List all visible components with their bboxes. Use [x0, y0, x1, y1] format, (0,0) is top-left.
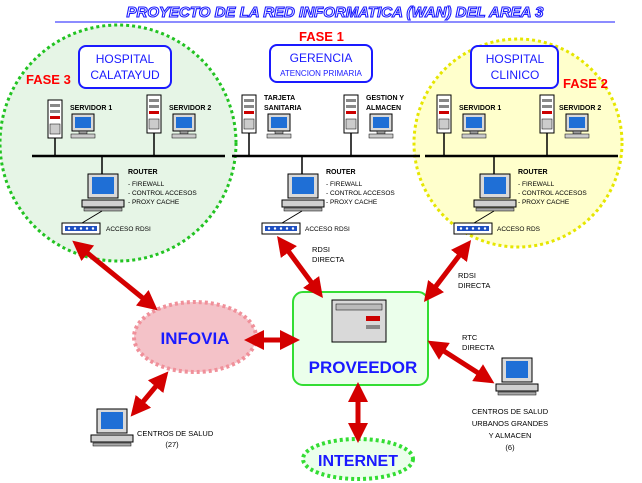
clinico-server-1-icon [436, 94, 452, 134]
centros-urbanos-computer-icon [495, 357, 539, 396]
phase-1-label: FASE 1 [299, 29, 344, 44]
gerencia-server-1-label-line1: TARJETA [264, 95, 295, 102]
clinico-router-item-1: - FIREWALL [518, 181, 555, 188]
centros-urbanos-label-line4: (6) [505, 443, 515, 452]
clinico-server-1-label: SERVIDOR 1 [459, 105, 501, 112]
gerencia-router-icon [281, 173, 325, 212]
gerencia-proveedor-arrow [277, 235, 323, 299]
calatayud-box [78, 45, 172, 89]
gerencia-modem-icon [261, 222, 301, 235]
proveedor-urbanos-arrow [427, 340, 495, 384]
centros-salud-label-line1: CENTROS DE SALUD [137, 429, 214, 438]
gerencia-server-2-icon [343, 94, 359, 134]
proveedor-label: PROVEEDOR [309, 358, 418, 377]
calatayud-zone [0, 23, 238, 263]
clinico-router-item-2: - CONTROL ACCESOS [518, 190, 587, 197]
rtc-link-label-line2: DIRECTA [462, 343, 494, 352]
clinico-modem-cable [473, 210, 495, 224]
calatayud-server-1-icon [47, 99, 63, 139]
centros-urbanos-label-line1: CENTROS DE SALUD [472, 407, 549, 416]
gerencia-server-1-label-line2: SANITARIA [264, 105, 302, 112]
clinico-server-2-label: SERVIDOR 2 [559, 105, 601, 112]
clinico-name-line1: HOSPITAL [486, 52, 545, 66]
gerencia-name-line2: ATENCION PRIMARIA [280, 69, 362, 78]
proveedor-server-icon [331, 299, 387, 343]
clinico-server-1-monitor-icon [461, 113, 487, 139]
diagram-title: PROYECTO DE LA RED INFORMATICA (WAN) DEL… [127, 4, 545, 21]
right-link-label-line2: DIRECTA [458, 281, 490, 290]
calatayud-server-2-label: SERVIDOR 2 [169, 105, 211, 112]
right-link-label-line1: RDSI [458, 271, 476, 280]
calatayud-router-item-2: - CONTROL ACCESOS [128, 190, 197, 197]
calatayud-server-1-monitor-icon [70, 113, 96, 139]
calatayud-server-2-monitor-icon [171, 113, 197, 139]
phase-2-label: FASE 2 [563, 76, 608, 91]
infovia-centros-arrow [130, 371, 169, 417]
calatayud-infovia-arrow [72, 240, 158, 311]
centros-urbanos-label-line2: URBANOS GRANDES [472, 419, 548, 428]
gerencia-server-1-icon [241, 94, 257, 134]
gerencia-modem-cable [281, 210, 303, 224]
calatayud-name-line1: HOSPITAL [96, 52, 155, 66]
phase-3-label: FASE 3 [26, 72, 71, 87]
centros-urbanos-label-line3: Y ALMACEN [489, 431, 532, 440]
clinico-proveedor-arrow [423, 240, 472, 302]
clinico-router-icon [473, 173, 517, 212]
clinico-access-label: ACCESO RDS [497, 226, 541, 233]
gerencia-server-2-monitor-icon [368, 113, 394, 139]
internet-label: INTERNET [318, 453, 398, 470]
gerencia-server-2-label-line2: ALMACEN [366, 105, 401, 112]
gerencia-server-1-monitor-icon [266, 113, 292, 139]
gerencia-name-line1: GERENCIA [290, 51, 353, 65]
gerencia-router-item-2: - CONTROL ACCESOS [326, 190, 395, 197]
clinico-box [470, 45, 559, 89]
gerencia-box [269, 44, 373, 83]
center-link-label-line1: RDSI [312, 245, 330, 254]
calatayud-router-item-3: - PROXY CACHE [128, 199, 180, 206]
clinico-server-2-monitor-icon [564, 113, 590, 139]
clinico-name-line2: CLINICO [491, 68, 540, 82]
clinico-modem-icon [453, 222, 493, 235]
clinico-router-item-3: - PROXY CACHE [518, 199, 570, 206]
calatayud-server-1-label: SERVIDOR 1 [70, 105, 112, 112]
gerencia-server-2-label-line1: GESTION Y [366, 95, 404, 102]
calatayud-router-icon [81, 173, 125, 212]
centros-salud-label-line2: (27) [165, 440, 179, 449]
gerencia-router-item-3: - PROXY CACHE [326, 199, 378, 206]
clinico-router-label: ROUTER [518, 169, 548, 176]
calatayud-router-label: ROUTER [128, 169, 158, 176]
calatayud-modem-cable [81, 210, 103, 224]
calatayud-modem-icon [61, 222, 101, 235]
calatayud-name-line2: CALATAYUD [90, 68, 160, 82]
rtc-link-label-line1: RTC [462, 333, 478, 342]
calatayud-router-item-1: - FIREWALL [128, 181, 165, 188]
gerencia-router-label: ROUTER [326, 169, 356, 176]
gerencia-router-item-1: - FIREWALL [326, 181, 363, 188]
links-arrows [72, 235, 495, 443]
calatayud-access-label: ACCESO RDSI [106, 226, 151, 233]
clinico-server-2-icon [539, 94, 555, 134]
gerencia-access-label: ACCESO RDSI [305, 226, 350, 233]
calatayud-server-2-icon [146, 94, 162, 134]
center-link-label-line2: DIRECTA [312, 255, 344, 264]
clinico-zone [412, 37, 624, 249]
infovia-label: INFOVIA [161, 329, 230, 348]
centros-salud-computer-icon [90, 408, 134, 447]
